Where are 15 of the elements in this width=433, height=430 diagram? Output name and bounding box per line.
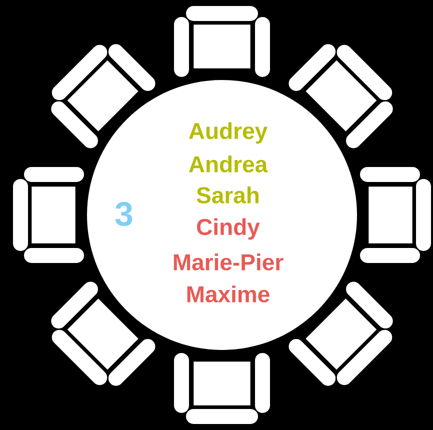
name-label: Maxime	[187, 286, 270, 302]
name-label: Sarah	[196, 186, 259, 204]
chair-drawing	[13, 166, 84, 263]
chair-drawing	[360, 166, 431, 263]
chair-drawing	[51, 44, 156, 148]
chair-drawing	[174, 6, 270, 77]
table-number: 3	[115, 202, 132, 226]
name-label: Marie-Pier	[174, 254, 284, 270]
name-label: Cindy	[197, 218, 260, 240]
chair-drawing	[288, 282, 393, 386]
name-label: Andrea	[188, 156, 268, 172]
chair-drawing	[51, 282, 156, 386]
chair-drawing	[288, 44, 393, 148]
name-label: Audrey	[188, 122, 268, 144]
chair-drawing	[174, 352, 270, 424]
